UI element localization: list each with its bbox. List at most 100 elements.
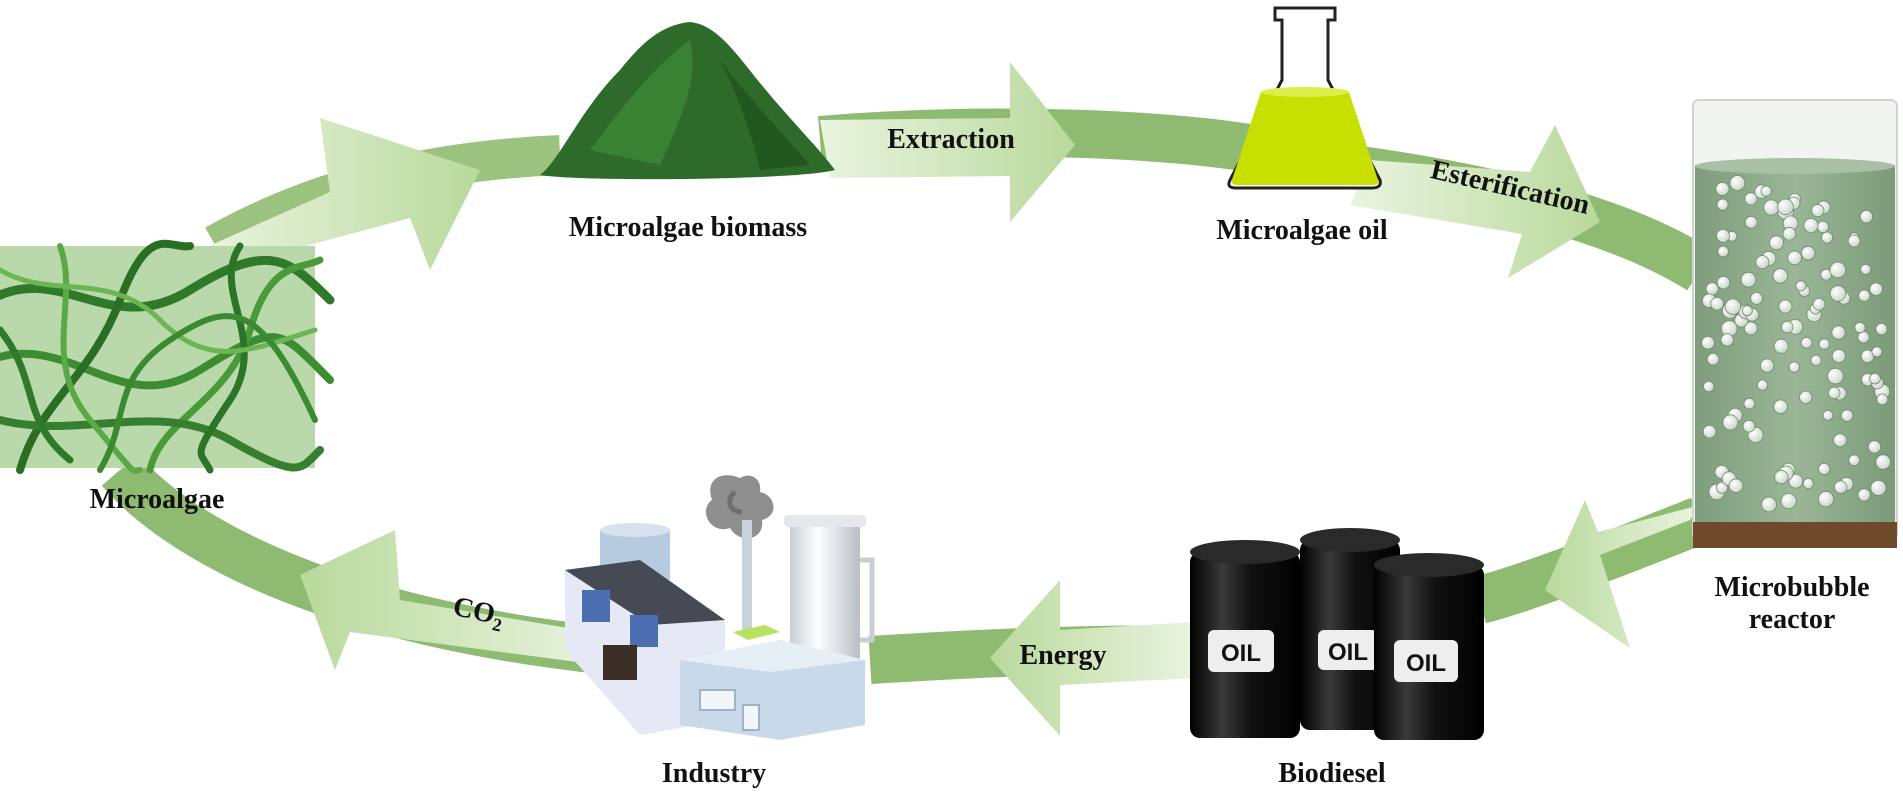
bubble [1744, 321, 1758, 336]
bubble [1715, 481, 1729, 494]
bubble [1869, 282, 1883, 296]
bubble [1755, 255, 1770, 270]
bubble [1818, 338, 1831, 350]
bubble [1710, 296, 1724, 311]
bubble [1724, 298, 1742, 315]
bubble [1811, 203, 1825, 218]
bubble [1869, 372, 1881, 385]
arrow-energy [990, 580, 1195, 736]
bubble [1777, 198, 1794, 216]
bubble [1702, 380, 1715, 393]
bubble [1772, 268, 1789, 284]
bubble [1740, 271, 1757, 288]
bubble [1706, 353, 1720, 366]
biomass-pile-icon [540, 22, 835, 180]
bubble [1829, 261, 1847, 279]
bubble [1827, 386, 1841, 400]
arrow-to-biomass [200, 118, 480, 270]
bubble [1802, 477, 1814, 489]
bubble [1760, 185, 1772, 197]
barrel-label: OIL [1221, 640, 1261, 667]
bubble [1741, 305, 1753, 317]
bubble [1773, 338, 1789, 354]
bubble [1742, 419, 1756, 433]
bubble [1857, 488, 1871, 502]
bubble [1822, 409, 1834, 421]
bubble [1788, 361, 1801, 373]
node-label-industry: Industry [661, 758, 767, 789]
bubble [1716, 276, 1731, 290]
oil-barrel: OIL [1190, 540, 1300, 738]
bubble [1744, 192, 1758, 206]
barrel-label: OIL [1406, 650, 1446, 677]
bubble [1800, 336, 1813, 349]
bubble [1782, 226, 1797, 241]
bubble [1860, 263, 1872, 275]
bubble [1833, 480, 1848, 494]
bubble [1859, 210, 1874, 224]
oil-barrels-icon: OIL OIL OIL [1190, 528, 1484, 740]
step-label-extraction: Extraction [887, 124, 1015, 155]
node-label-microalgae: Microalgae [89, 484, 225, 515]
arrow-esterification [1350, 125, 1600, 278]
bubble [1728, 478, 1744, 494]
bubble [1831, 348, 1846, 363]
node-label-reactor-line2: reactor [1748, 604, 1836, 636]
bubble [1744, 215, 1758, 229]
node-label-biomass: Microalgae biomass [568, 212, 808, 243]
node-label-biodiesel: Biodiesel [1278, 758, 1386, 789]
bubble [1821, 231, 1834, 244]
bubble [1871, 346, 1883, 358]
bubble [1787, 250, 1802, 266]
oil-flask-icon [1227, 6, 1382, 190]
bubble [1875, 322, 1888, 336]
bubble [1780, 492, 1797, 510]
bubble [1833, 433, 1847, 448]
bubble [1722, 414, 1739, 431]
node-label-reactor: Microbubble reactor [1714, 572, 1869, 636]
bubble [1848, 454, 1860, 467]
bubble [1847, 234, 1861, 248]
bubble [1857, 331, 1870, 344]
bubble [1867, 440, 1882, 454]
bubble [1743, 397, 1756, 410]
reactor-bubbles [1701, 175, 1891, 513]
arrow-co2 [300, 530, 610, 670]
bubble [1702, 424, 1717, 439]
oil-barrel: OIL [1374, 553, 1484, 740]
bubble [1831, 325, 1846, 340]
bubble [1781, 320, 1794, 334]
bubble [1750, 291, 1763, 305]
bubble [1858, 289, 1871, 302]
bubble [1701, 335, 1715, 350]
bubble [1774, 469, 1789, 485]
microalgae-image [0, 239, 335, 474]
bubble [1760, 358, 1775, 373]
node-label-oil: Microalgae oil [1216, 215, 1388, 246]
bubble [1799, 390, 1813, 404]
bubble [1773, 399, 1788, 415]
bubble [1720, 333, 1734, 347]
bubble [1827, 367, 1844, 385]
arrow-from-reactor [1545, 500, 1700, 648]
bubble [1716, 228, 1730, 243]
microbubble-reactor-icon [1692, 99, 1898, 548]
bubble [1715, 181, 1730, 196]
bubble [1812, 297, 1826, 311]
bubble [1716, 198, 1729, 211]
bubble [1840, 409, 1854, 422]
bubble [1800, 245, 1816, 261]
bubble [1818, 491, 1835, 508]
node-label-reactor-line1: Microbubble [1714, 572, 1870, 603]
bubble [1729, 175, 1746, 191]
flow-arrows [200, 62, 1700, 736]
industry-factory-icon [565, 475, 875, 740]
arrow-extraction [820, 62, 1075, 222]
bubble [1818, 462, 1831, 476]
bubble [1717, 245, 1729, 258]
bubble [1769, 235, 1784, 251]
bubble [1803, 217, 1819, 233]
bubble [1810, 354, 1822, 366]
bubble [1795, 280, 1807, 292]
